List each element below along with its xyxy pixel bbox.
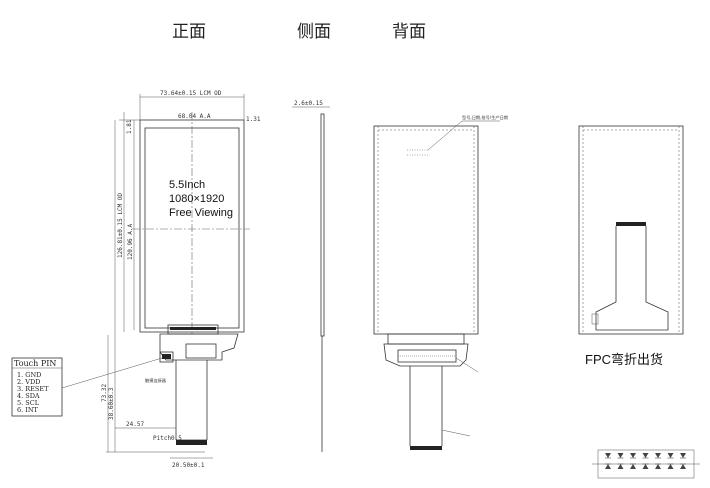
dim-total: 73.32 xyxy=(101,384,108,402)
back-fpc-leader-1 xyxy=(455,357,479,373)
bent-fpc-fingers xyxy=(616,222,646,226)
diode-symbol xyxy=(667,453,674,458)
diode-symbol xyxy=(667,464,674,469)
back-fpc-body xyxy=(383,343,469,367)
diode-symbol xyxy=(655,464,661,469)
dim-fpc-len: 38.60±0.3 xyxy=(108,387,115,420)
diode-symbol xyxy=(617,464,624,469)
header-back-view: 背面 xyxy=(392,22,426,42)
diode-symbol xyxy=(630,453,636,458)
dim-lcm-height: 120.96 A.A xyxy=(127,223,134,260)
side-profile xyxy=(320,113,325,337)
touch-pin-frame xyxy=(11,357,63,417)
dim-lcm-od: 126.81±0.15 LCM OD xyxy=(117,193,124,258)
back-label-note: 型号,日期,批号/生产日期 xyxy=(462,114,508,121)
diode-symbol xyxy=(680,464,686,469)
touch-pin-leader xyxy=(61,357,163,389)
touch-pin-4: 4. SDA xyxy=(17,392,40,400)
bent-outline xyxy=(578,125,684,335)
diode-symbol xyxy=(642,453,649,458)
bent-fpc-connector xyxy=(591,313,599,325)
driver-ic xyxy=(170,327,216,330)
back-fpc-leader-2 xyxy=(441,429,471,437)
touch-connector-note: 触摸连接器 xyxy=(145,377,167,384)
diode-symbol xyxy=(605,464,611,469)
dim-fpc-width: 20.50±0.1 xyxy=(172,462,205,469)
bent-fpc-body xyxy=(595,226,669,331)
spec-size: 5.5Inch xyxy=(169,179,205,191)
diode-symbol xyxy=(655,453,661,458)
back-outline xyxy=(373,125,479,335)
dim-lcm-width: 73.64±0.15 LCM OD xyxy=(160,90,222,97)
diode-symbol xyxy=(630,464,636,469)
fpc-bend-caption: FPC弯折出货 xyxy=(585,352,663,367)
fpc-top-section xyxy=(159,333,239,361)
touch-pin-1: 1. GND xyxy=(17,371,41,379)
label-leader xyxy=(427,120,463,151)
dim-right-margin: 1.31 xyxy=(246,116,261,123)
diode-symbol xyxy=(617,453,624,458)
side-view: 2.6±0.15 xyxy=(292,100,330,452)
fpc-component-area xyxy=(185,343,217,359)
dim-aa-width: 68.04 A.A xyxy=(178,113,211,120)
touch-connector-body xyxy=(162,354,171,359)
dim-thickness: 2.6±0.15 xyxy=(294,100,323,107)
touch-connector xyxy=(159,351,174,363)
touch-pin-2: 2. VDD xyxy=(17,378,40,386)
fpc-bent-view: FPC弯折出货 xyxy=(578,125,700,479)
back-fpc-fingers xyxy=(410,446,442,450)
dim-pitch: Pitch0.5 xyxy=(153,435,182,442)
dim-left-margin: 1.81 xyxy=(126,119,133,134)
front-view: 5.5Inch 1080×1920 Free Viewing 73.64±0.1… xyxy=(101,90,261,469)
protection-diode-array xyxy=(592,449,700,479)
fpc-gold-fingers xyxy=(176,440,207,445)
touch-pin-6: 6. INT xyxy=(17,406,39,414)
touch-pin-3: 3. RESET xyxy=(17,385,49,393)
header-front-view: 正面 xyxy=(172,22,206,42)
touch-pin-5: 5. SCL xyxy=(17,399,40,407)
diode-symbol xyxy=(680,453,686,458)
back-fpc-top xyxy=(387,333,465,345)
touch-pin-box: Touch PIN 1. GND 2. VDD 3. RESET 4. SDA … xyxy=(11,357,163,417)
diode-symbol xyxy=(642,464,649,469)
back-view: 型号,日期,批号/生产日期 xyxy=(373,114,508,450)
touch-pin-title: Touch PIN xyxy=(14,359,56,368)
spec-resolution: 1080×1920 xyxy=(169,193,224,205)
header-side-view: 侧面 xyxy=(297,22,331,42)
dim-fpc-offset: 24.57 xyxy=(126,421,144,428)
spec-viewing: Free Viewing xyxy=(169,207,233,219)
diode-symbol xyxy=(605,453,611,458)
